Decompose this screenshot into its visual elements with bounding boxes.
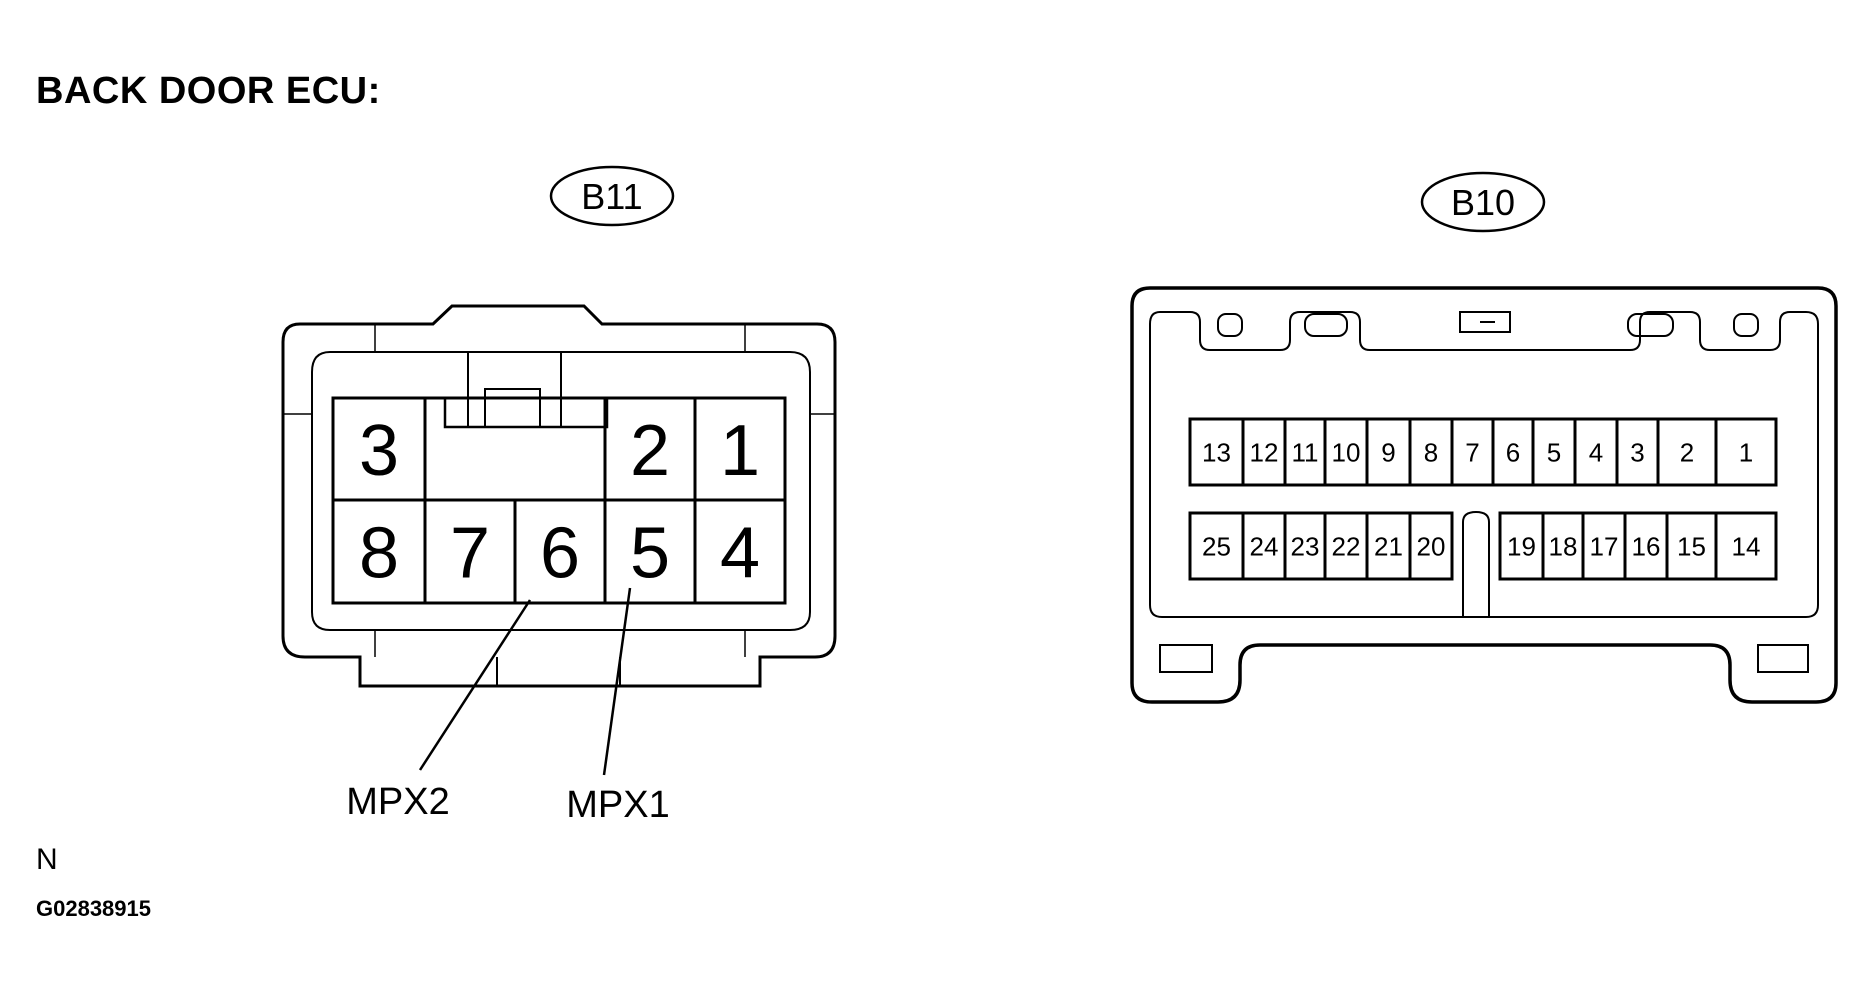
b10-pin-12-label: 12: [1250, 437, 1279, 467]
b10-label-ellipse: [1420, 171, 1546, 233]
b10-pin-4-label: 4: [1589, 437, 1603, 467]
b10-bump-3: [1459, 311, 1511, 333]
b11-latch: [443, 398, 609, 429]
mpx1-label: MPX1: [566, 784, 669, 826]
figure-code: G02838915: [36, 896, 151, 921]
b11-pin-2-label: 2: [630, 411, 670, 491]
b10-pin-20-label: 20: [1417, 531, 1446, 561]
b10-pin-22-label: 22: [1332, 531, 1361, 561]
b11-label: B11: [581, 176, 642, 217]
b11-pin-5-label: 5: [630, 513, 670, 593]
b10-bump-5: [1733, 313, 1759, 337]
b10-pin-15-label: 15: [1677, 531, 1706, 561]
b10-pin-10-label: 10: [1332, 437, 1361, 467]
b10-pin-25-label: 25: [1202, 531, 1231, 561]
footer-mark: N: [36, 843, 58, 876]
b10-pin-19-label: 19: [1507, 531, 1536, 561]
b11-pin-8-label: 8: [359, 513, 399, 593]
b10-pin-17-label: 17: [1590, 531, 1619, 561]
b10-pin-23-label: 23: [1291, 531, 1320, 561]
b10-pin-7-label: 7: [1465, 437, 1479, 467]
mpx1-leader: [602, 587, 632, 776]
b11-pin-6-label: 6: [540, 513, 580, 593]
b11-housing-outer: [281, 304, 837, 688]
b10-pin-row-2-left: 25 24 23 22 21 20: [1188, 511, 1454, 581]
b10-pin-14-label: 14: [1732, 531, 1761, 561]
b11-pin-3-label: 3: [359, 411, 399, 491]
b10-pin-8-label: 8: [1424, 437, 1438, 467]
b10-pin-11-label: 11: [1292, 437, 1319, 467]
b10-pin-9-label: 9: [1381, 437, 1395, 467]
b10-pin-2-label: 2: [1680, 437, 1694, 467]
b10-foot-right: [1757, 644, 1809, 673]
b11-pin-4-label: 4: [720, 513, 760, 593]
b10-pin-14-cell: [1714, 511, 1778, 581]
b10-bump-2: [1304, 313, 1348, 337]
b11-latch-inner-box: [484, 388, 541, 428]
b10-pin-21-label: 21: [1374, 531, 1403, 561]
b10-pin-20-cell: [1408, 511, 1454, 581]
b10-pin-24-label: 24: [1250, 531, 1279, 561]
b10-pin-5-label: 5: [1547, 437, 1561, 467]
diagram-title: BACK DOOR ECU:: [36, 70, 381, 112]
b11-pin-7-label: 7: [450, 513, 490, 593]
b10-pin-13-label: 13: [1202, 437, 1231, 467]
b11-label-ellipse: [549, 165, 675, 227]
b10-housing-outer: [1130, 286, 1838, 704]
b10-pin-1-cell: [1714, 417, 1778, 487]
b10-pin-6-label: 6: [1506, 437, 1520, 467]
b10-pin-16-label: 16: [1632, 531, 1661, 561]
b10-housing-inner: [1149, 311, 1819, 618]
mpx2-leader: [418, 599, 532, 771]
b10-pin-3-label: 3: [1630, 437, 1644, 467]
b10-foot-left: [1159, 644, 1213, 673]
b11-pin-4-cell: [693, 498, 787, 605]
b10-bump-1: [1217, 313, 1243, 337]
mpx2-label: MPX2: [346, 781, 449, 823]
b10-pin-18-label: 18: [1549, 531, 1578, 561]
b10-bump-4: [1627, 313, 1674, 337]
b10-pin-row-2-right: 19 18 17 16 15 14: [1498, 511, 1778, 581]
b10-pin-1-label: 1: [1739, 437, 1753, 467]
b10-label: B10: [1451, 182, 1515, 223]
b11-housing-inner: [311, 351, 811, 631]
b11-pin-1-label: 1: [720, 411, 760, 491]
b10-key-slot: [1462, 510, 1490, 617]
